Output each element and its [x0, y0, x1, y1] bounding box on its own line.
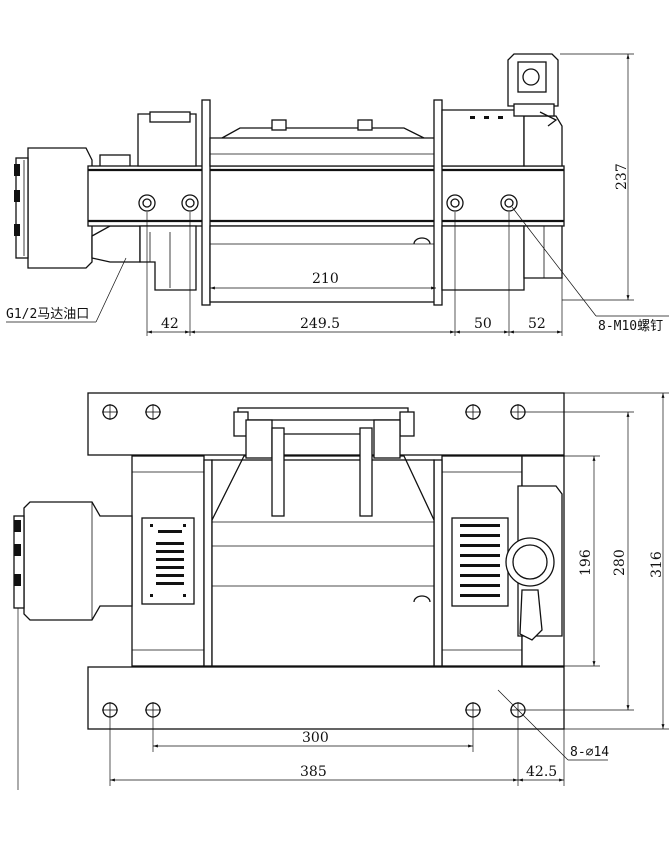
- dim-210: 210: [312, 271, 339, 287]
- dim-316: 316: [649, 551, 665, 578]
- name-plate-right: [451, 517, 509, 607]
- upper-base-plate: [87, 392, 565, 456]
- dim-249-5: 249.5: [300, 316, 340, 332]
- dim-52: 52: [528, 316, 546, 332]
- holes-label: 8-⌀14: [570, 745, 609, 760]
- release-knob: [507, 53, 559, 127]
- oil-port-label: G1/2马达油口: [6, 307, 89, 322]
- bolts-label: 8-M10螺钉: [598, 319, 663, 334]
- bottom-view: 300 385 42.5 196 280 316 8-⌀14: [13, 392, 669, 790]
- mounting-holes: [102, 404, 526, 718]
- lower-base-plate: [87, 666, 565, 730]
- dim-42-5: 42.5: [526, 764, 557, 780]
- top-view: 210 42 249.5 50 52 237 G1/2马达油口 8-M10螺钉: [6, 53, 669, 336]
- dim-237: 237: [614, 163, 630, 190]
- dim-50: 50: [474, 316, 492, 332]
- drum: [209, 225, 437, 303]
- right-flange: [433, 99, 443, 306]
- dim-385: 385: [300, 764, 327, 780]
- motor: [14, 147, 141, 269]
- dim-300: 300: [302, 730, 329, 746]
- left-flange: [201, 99, 211, 306]
- motor-bottom: [13, 501, 133, 621]
- frame-beam: [87, 165, 565, 227]
- beam-bolts: [138, 194, 518, 212]
- drum-body: [211, 459, 435, 667]
- release-knob-bottom: [505, 485, 563, 641]
- dim-196: 196: [578, 549, 594, 576]
- name-plate-left: [141, 517, 195, 605]
- dim-42: 42: [161, 316, 179, 332]
- dim-280: 280: [612, 549, 628, 576]
